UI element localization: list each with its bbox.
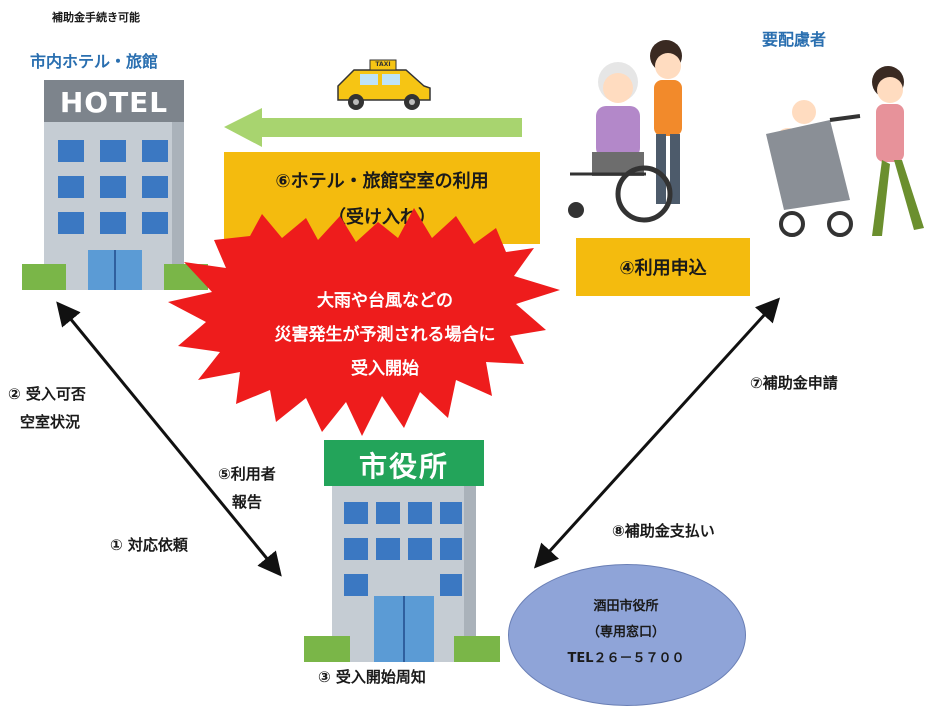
hotel-cityhall-arrow <box>56 301 282 577</box>
hotel-building: HOTEL <box>22 80 212 290</box>
step3-label: ③ 受入開始周知 <box>318 668 426 686</box>
step5-line2: 報告 <box>231 493 262 511</box>
step2-line2: 空室状況 <box>20 413 81 431</box>
step4-box: ④利用申込 <box>576 238 750 296</box>
wheelchair-illustration <box>556 34 716 226</box>
step7-label: ⑦補助金申請 <box>750 374 838 392</box>
contact-line1: 酒田市役所 <box>593 599 659 614</box>
people-cityhall-arrow <box>533 297 781 569</box>
step2-line1: ② 受入可否 <box>8 385 86 403</box>
step5-label: ⑤利用者 報告 <box>218 460 276 516</box>
burst-text: 大雨や台風などの 災害発生が予測される場合に 受入開始 <box>252 284 518 386</box>
flow-arrows <box>56 297 781 577</box>
hotel-sign: HOTEL <box>59 86 169 119</box>
burst-line1: 大雨や台風などの <box>317 291 453 311</box>
burst-line3: 受入開始 <box>351 359 419 379</box>
contact-info: 酒田市役所 （専用窓口） TEL２６－５７００ <box>518 594 734 672</box>
step5-line1: ⑤利用者 <box>218 465 276 483</box>
burst-line2: 災害発生が予測される場合に <box>274 325 496 345</box>
step2-label: ② 受入可否 空室状況 <box>8 380 86 436</box>
step4-label: ④利用申込 <box>619 258 707 279</box>
contact-phone: TEL２６－５７００ <box>567 651 685 666</box>
cityhall-building: 市役所 <box>304 440 504 662</box>
taxi-illustration: TAXI <box>334 56 434 112</box>
stroller-illustration <box>744 60 944 244</box>
cityhall-sign: 市役所 <box>358 450 449 483</box>
step6-box: ⑥ホテル・旅館空室の利用 （受け入れ） <box>224 152 540 244</box>
green-arrow <box>224 108 522 147</box>
hotel-title: 市内ホテル・旅館 <box>30 52 159 71</box>
subsidy-note: 補助金手続き可能 <box>52 11 140 24</box>
contact-ellipse <box>508 564 746 706</box>
step1-label: ① 対応依頼 <box>110 536 188 554</box>
step8-label: ⑧補助金支払い <box>612 522 715 540</box>
people-title: 要配慮者 <box>762 30 827 49</box>
step6-line1: ⑥ホテル・旅館空室の利用 <box>275 171 489 192</box>
contact-line2: （専用窓口） <box>586 625 665 640</box>
taxi-sign: TAXI <box>375 61 391 68</box>
